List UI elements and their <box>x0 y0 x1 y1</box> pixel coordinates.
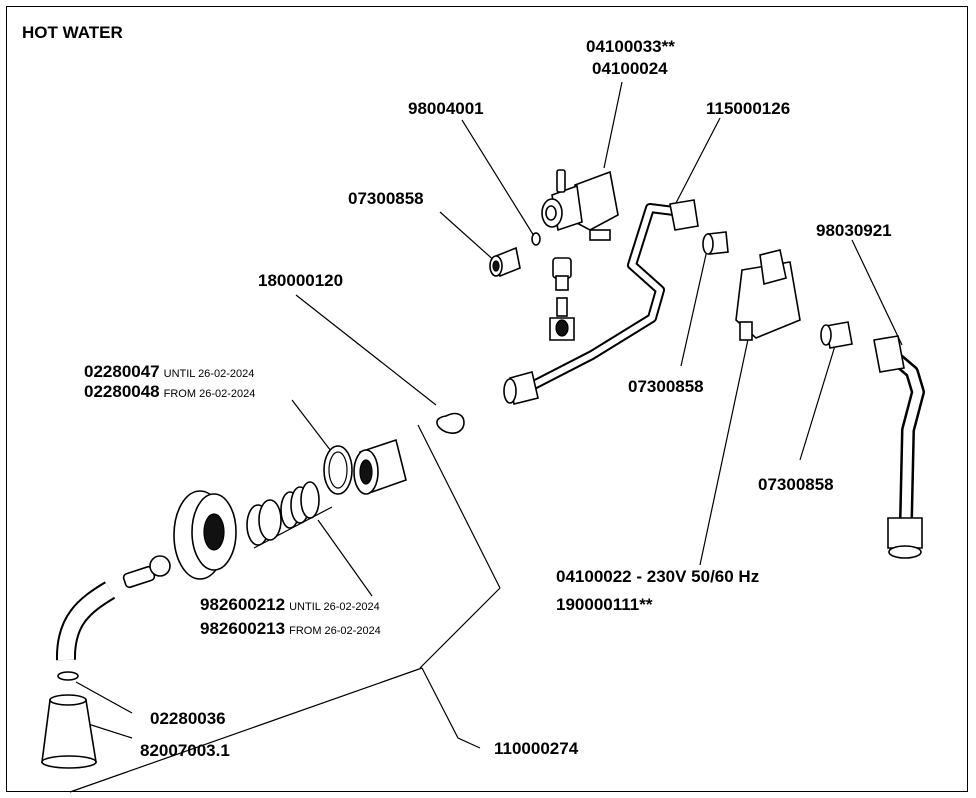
pipe-98030921 <box>873 335 925 559</box>
o-ring-02280036 <box>57 671 79 681</box>
part-number: 982600213 <box>200 619 286 638</box>
o-ring-98004001 <box>531 232 541 246</box>
part-number: 982600212 <box>200 595 286 614</box>
label-04100024: 04100024 <box>592 59 668 78</box>
label-07300858-c: 07300858 <box>758 475 834 494</box>
label-180000120: 180000120 <box>258 271 344 290</box>
fitting-07300858-middle <box>702 231 729 255</box>
label-07300858-b: 07300858 <box>628 377 704 396</box>
solenoid-valve-top <box>541 169 619 241</box>
clip-180000120 <box>436 412 465 434</box>
note: FROM 26-02-2024 <box>289 625 381 637</box>
diagram-title: HOT WATER <box>22 23 123 42</box>
label-04100022: 04100022 - 230V 50/60 Hz <box>556 567 760 586</box>
note: FROM 26-02-2024 <box>163 388 256 400</box>
diagram-frame <box>6 6 968 792</box>
label-110000274: 110000274 <box>494 739 579 758</box>
pipe-115000126 <box>503 199 699 405</box>
nozzle-tip-82007003 <box>41 694 97 769</box>
label-190000111: 190000111** <box>556 595 653 614</box>
label-04100033: 04100033** <box>586 37 675 56</box>
fitting-07300858-right <box>820 321 853 349</box>
leader-lines <box>69 81 903 793</box>
center-fitting-stack <box>549 257 575 341</box>
solenoid-valve-04100022 <box>735 249 801 341</box>
spring-982600212 <box>246 481 320 546</box>
threaded-nut <box>353 438 407 495</box>
label-115000126: 115000126 <box>706 99 791 118</box>
part-number: 02280048 <box>84 382 160 401</box>
part-number: 02280047 <box>84 362 160 381</box>
valve-body <box>173 490 237 580</box>
label-07300858-a: 07300858 <box>348 189 424 208</box>
label-02280036: 02280036 <box>150 709 226 728</box>
fitting-07300858-left <box>489 246 521 278</box>
ball-pin <box>122 555 171 589</box>
label-98030921: 98030921 <box>816 221 892 240</box>
nozzle-pipe <box>56 581 116 661</box>
note: UNTIL 26-02-2024 <box>163 368 255 380</box>
label-82007003: 82007003.1 <box>140 741 230 760</box>
label-98004001: 98004001 <box>408 99 484 118</box>
note: UNTIL 26-02-2024 <box>289 601 380 613</box>
